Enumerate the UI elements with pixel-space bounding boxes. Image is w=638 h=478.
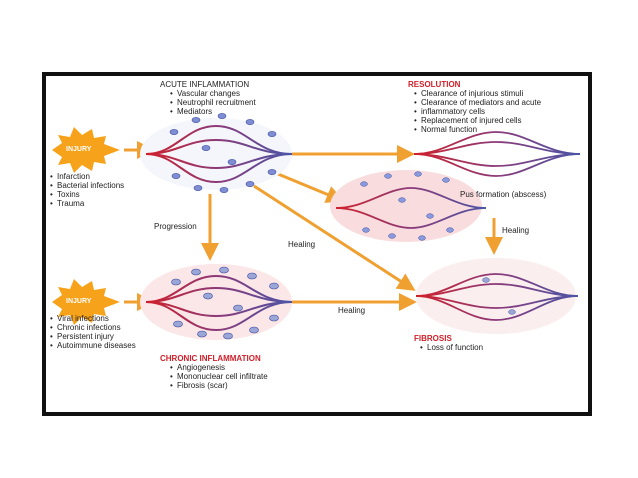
list-item: Autoimmune diseases bbox=[50, 341, 136, 350]
list-item: Bacterial infections bbox=[50, 181, 124, 190]
resolution-title: RESOLUTION bbox=[408, 80, 461, 89]
list-item: Angiogenesis bbox=[170, 363, 268, 372]
healing-label-right: Healing bbox=[502, 226, 530, 235]
acute-title: ACUTE INFLAMMATION bbox=[160, 80, 250, 89]
list-item: Chronic infections bbox=[50, 323, 136, 332]
list-item: inflammatory cells bbox=[414, 107, 541, 116]
fibrosis-title: FIBROSIS bbox=[414, 334, 452, 343]
injury-bottom-causes: Viral infections Chronic infections Pers… bbox=[50, 314, 136, 350]
list-item: Mononuclear cell infiltrate bbox=[170, 372, 268, 381]
list-item: Replacement of injured cells bbox=[414, 116, 541, 125]
list-item: Neutrophil recruitment bbox=[170, 98, 256, 107]
resolution-list: Clearance of injurious stimuli Clearance… bbox=[414, 89, 541, 134]
healing-label-bottom: Healing bbox=[338, 306, 366, 315]
arrow-acute-to-fibrosis bbox=[253, 184, 416, 291]
list-item: Normal function bbox=[414, 125, 541, 134]
abscess-label: Pus formation (abscess) bbox=[460, 190, 547, 199]
injury-label-top: INJURY bbox=[66, 146, 92, 153]
list-item: Clearance of injurious stimuli bbox=[414, 89, 541, 98]
chronic-list: Angiogenesis Mononuclear cell infiltrate… bbox=[170, 363, 268, 390]
arrow-acute-to-abscess bbox=[277, 172, 345, 203]
progression-label: Progression bbox=[154, 222, 197, 231]
figure-frame: ACUTE INFLAMMATION Vascular changes Neut… bbox=[42, 72, 592, 416]
chronic-vessel-illustration bbox=[140, 264, 293, 340]
list-item: Mediators bbox=[170, 107, 256, 116]
acute-list: Vascular changes Neutrophil recruitment … bbox=[170, 89, 256, 116]
abscess-illustration bbox=[330, 170, 487, 242]
fibrosis-vessel-illustration bbox=[415, 258, 579, 334]
injury-label-bottom: INJURY bbox=[66, 298, 92, 305]
list-item: Toxins bbox=[50, 190, 124, 199]
list-item: Clearance of mediators and acute bbox=[414, 98, 541, 107]
chronic-title: CHRONIC INFLAMMATION bbox=[160, 354, 261, 363]
list-item: Viral infections bbox=[50, 314, 136, 323]
list-item: Trauma bbox=[50, 199, 124, 208]
fibrosis-list: Loss of function bbox=[420, 343, 483, 352]
resolution-vessel-illustration bbox=[413, 131, 581, 177]
healing-label-diagonal: Healing bbox=[288, 240, 316, 249]
list-item: Loss of function bbox=[420, 343, 483, 352]
list-item: Persistent injury bbox=[50, 332, 136, 341]
list-item: Infarction bbox=[50, 172, 124, 181]
list-item: Fibrosis (scar) bbox=[170, 381, 268, 390]
arrows bbox=[124, 141, 503, 311]
injury-top-causes: Infarction Bacterial infections Toxins T… bbox=[50, 172, 124, 208]
injury-starburst-top bbox=[52, 127, 120, 173]
acute-vessel-illustration bbox=[140, 113, 293, 193]
list-item: Vascular changes bbox=[170, 89, 256, 98]
